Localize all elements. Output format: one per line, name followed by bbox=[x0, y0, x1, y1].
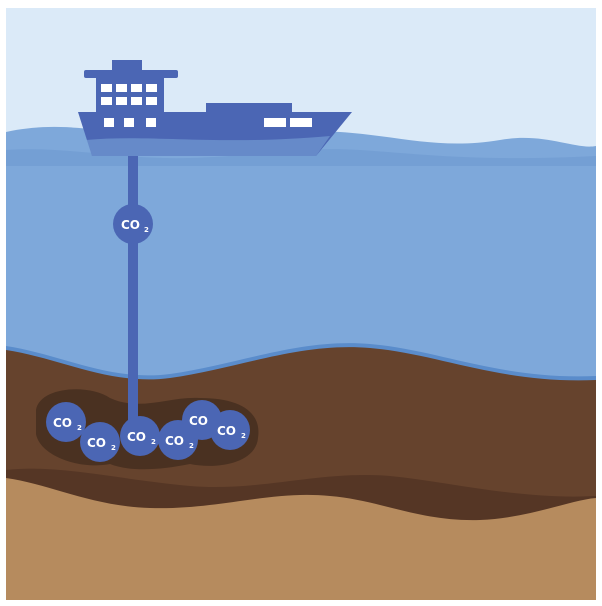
storage-co2-label: CO bbox=[165, 434, 184, 448]
storage-bubble: CO 2 bbox=[120, 416, 160, 456]
storage-co2-subscript: 2 bbox=[151, 438, 156, 446]
bedrock bbox=[6, 478, 596, 600]
pipe-co2-bubble: CO 2 bbox=[113, 204, 153, 244]
ship-cabin-windows bbox=[101, 84, 157, 105]
storage-co2-label: CO bbox=[217, 424, 236, 438]
storage-co2-subscript: 2 bbox=[77, 424, 82, 432]
storage-bubble: CO 2 bbox=[80, 422, 120, 462]
ship-waterline bbox=[86, 136, 330, 156]
sea-wave bbox=[6, 149, 596, 166]
pipe-co2-subscript: 2 bbox=[144, 226, 149, 234]
ship-deckhouse bbox=[206, 103, 292, 113]
pipe-co2-label: CO bbox=[121, 218, 140, 232]
storage-co2-subscript: 2 bbox=[241, 432, 246, 440]
storage-co2-label: CO bbox=[87, 436, 106, 450]
ship-mast bbox=[112, 60, 142, 72]
ship bbox=[78, 60, 352, 156]
storage-bubble: CO 2 bbox=[46, 402, 86, 442]
injection-pipe bbox=[128, 156, 138, 434]
storage-co2-label: CO bbox=[53, 416, 72, 430]
storage-bubble: CO 2 bbox=[210, 410, 250, 450]
storage-co2-subscript: 2 bbox=[111, 444, 116, 452]
storage-co2-label: CO bbox=[127, 430, 146, 444]
ship-cabin bbox=[96, 78, 164, 112]
storage-co2-subscript: 2 bbox=[189, 442, 194, 450]
ship-hull-windows bbox=[104, 118, 312, 127]
ship-bridge-roof bbox=[84, 70, 178, 78]
storage-co2-label: CO bbox=[189, 414, 208, 428]
